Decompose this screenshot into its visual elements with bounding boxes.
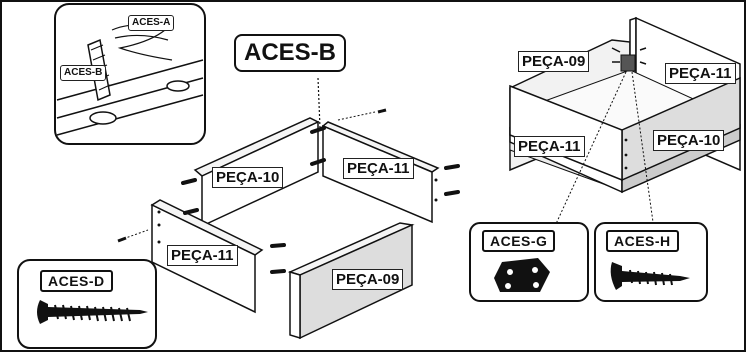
fastener-marks xyxy=(181,126,460,274)
peca-11-assembled-right-label: PEÇA-11 xyxy=(665,63,736,84)
peca-10-assembled-label: PEÇA-10 xyxy=(653,130,725,151)
peca-11-front-label: PEÇA-11 xyxy=(167,245,238,266)
peca-10-label: PEÇA-10 xyxy=(212,167,284,188)
aces-g-label: ACES-G xyxy=(482,230,556,252)
peca-11-assembled-left-label: PEÇA-11 xyxy=(514,136,585,157)
aces-b-leader xyxy=(317,77,321,129)
aces-h-label: ACES-H xyxy=(606,230,679,252)
detail-aces-a-label: ACES-A xyxy=(128,15,175,31)
assembled-drawer xyxy=(509,16,741,194)
detail-aces-b-label: ACES-B xyxy=(60,65,107,81)
peca-09-assembled-label: PEÇA-09 xyxy=(518,51,590,72)
aces-d-label: ACES-D xyxy=(40,270,113,292)
peca-11-back-label: PEÇA-11 xyxy=(343,158,414,179)
peca-09-label: PEÇA-09 xyxy=(332,269,404,290)
aces-b-label: ACES-B xyxy=(234,34,347,72)
